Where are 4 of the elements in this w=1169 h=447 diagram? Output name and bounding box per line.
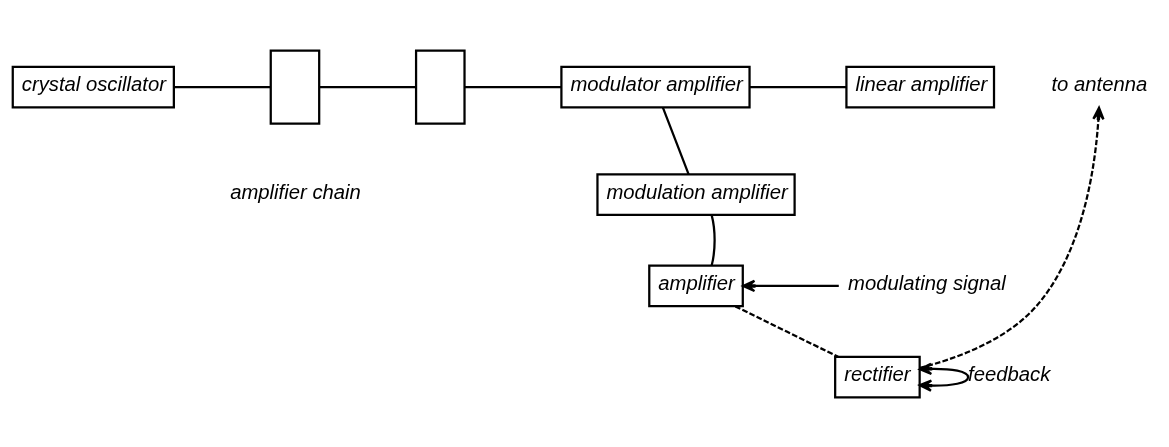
node-text: modulating signal bbox=[848, 271, 1006, 294]
node-text: to antenna bbox=[1051, 72, 1148, 95]
edge-label: feedback bbox=[968, 362, 1051, 385]
label: amplifier chain bbox=[230, 180, 361, 203]
